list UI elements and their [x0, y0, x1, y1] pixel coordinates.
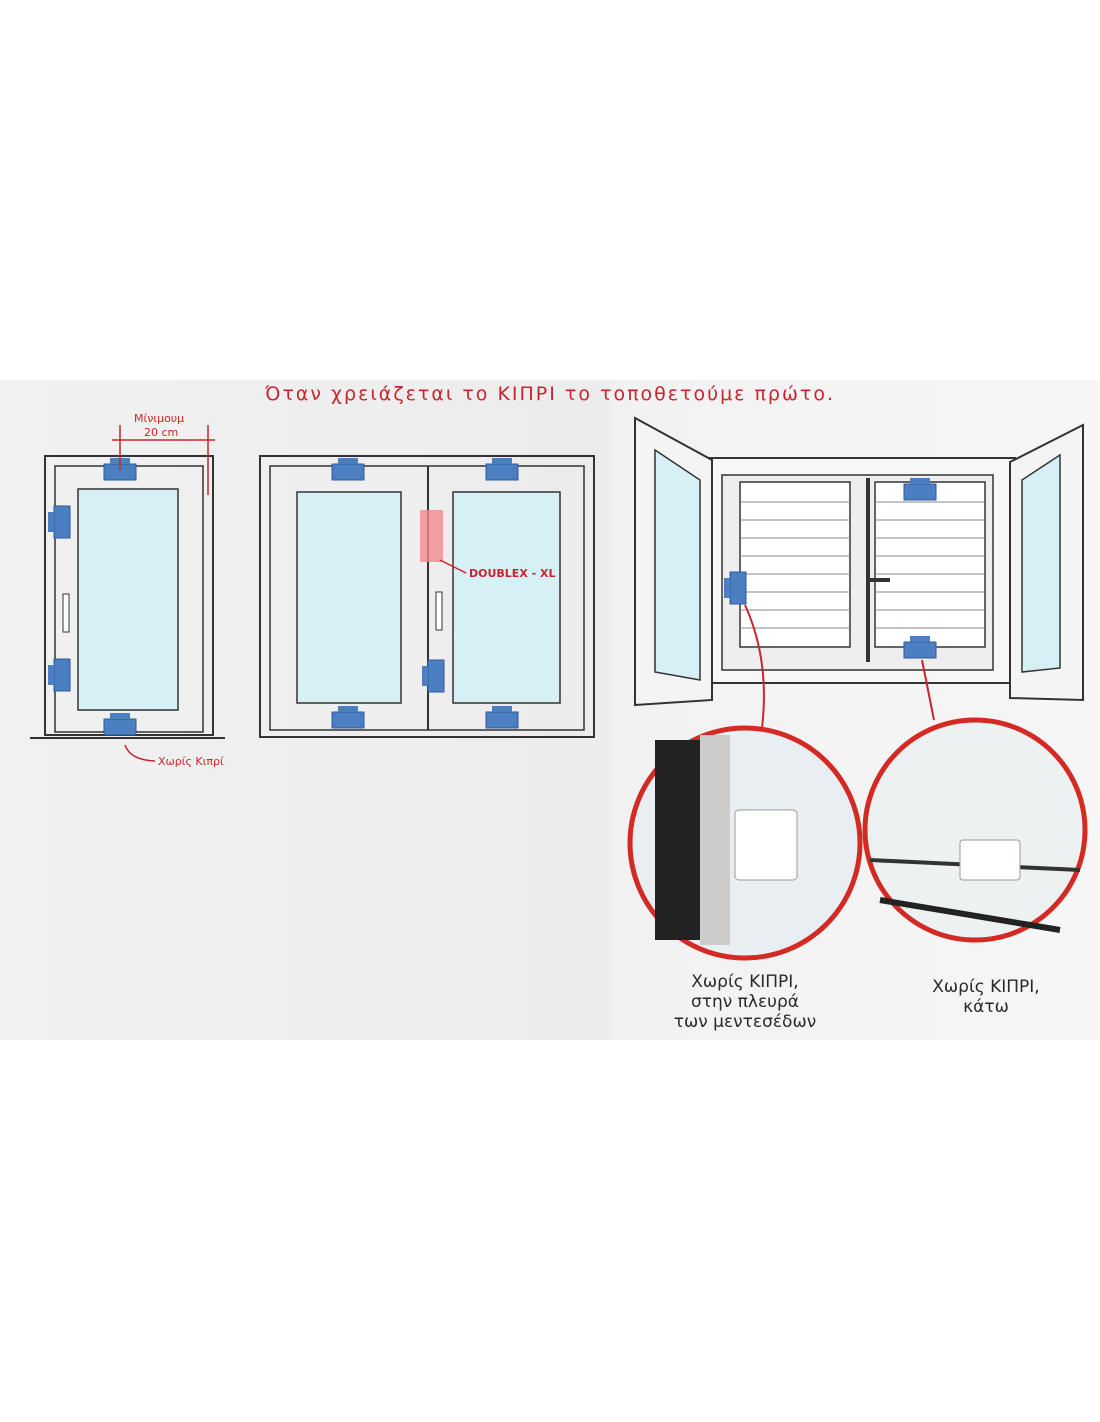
caption-line: στην πλευρά [690, 992, 799, 1012]
doublex-lock-icon [420, 510, 443, 562]
photo-hinge-side [627, 725, 863, 961]
doublex-label: DOUBLEX - XL [469, 567, 556, 580]
door-label: Χωρίς Κιπρί [158, 755, 224, 768]
page-title: Όταν χρειάζεται το ΚΙΠΡΙ το τοποθετούμε … [265, 383, 835, 405]
lock-icon [485, 457, 519, 481]
lock-icon [331, 705, 365, 729]
lock-icon [421, 659, 445, 693]
lock-icon [485, 705, 519, 729]
shutter-window [634, 416, 1084, 707]
caption-line: κάτω [963, 997, 1009, 1017]
caption-hinge-side: Χωρίς ΚΙΠΡΙ, στην πλευρά των μεντεσέδων [645, 972, 845, 1032]
lock-icon [47, 505, 71, 539]
callout-arrows [744, 604, 935, 729]
dimension-marker [112, 425, 215, 762]
caption-line: Χωρίς ΚΙΠΡΙ, [932, 977, 1040, 997]
dimension-label-line1: Μίνιμουμ [134, 412, 185, 425]
lock-icon [47, 658, 71, 692]
double-door [259, 455, 595, 738]
photo-bottom [862, 717, 1088, 943]
lock-icon [103, 712, 137, 736]
lock-icon [331, 457, 365, 481]
caption-line: Χωρίς ΚΙΠΡΙ, [691, 972, 799, 992]
caption-line: των μεντεσέδων [673, 1012, 817, 1032]
caption-bottom: Χωρίς ΚΙΠΡΙ, κάτω [886, 977, 1086, 1017]
dimension-label-line2: 20 cm [144, 426, 179, 439]
single-door [30, 455, 225, 739]
